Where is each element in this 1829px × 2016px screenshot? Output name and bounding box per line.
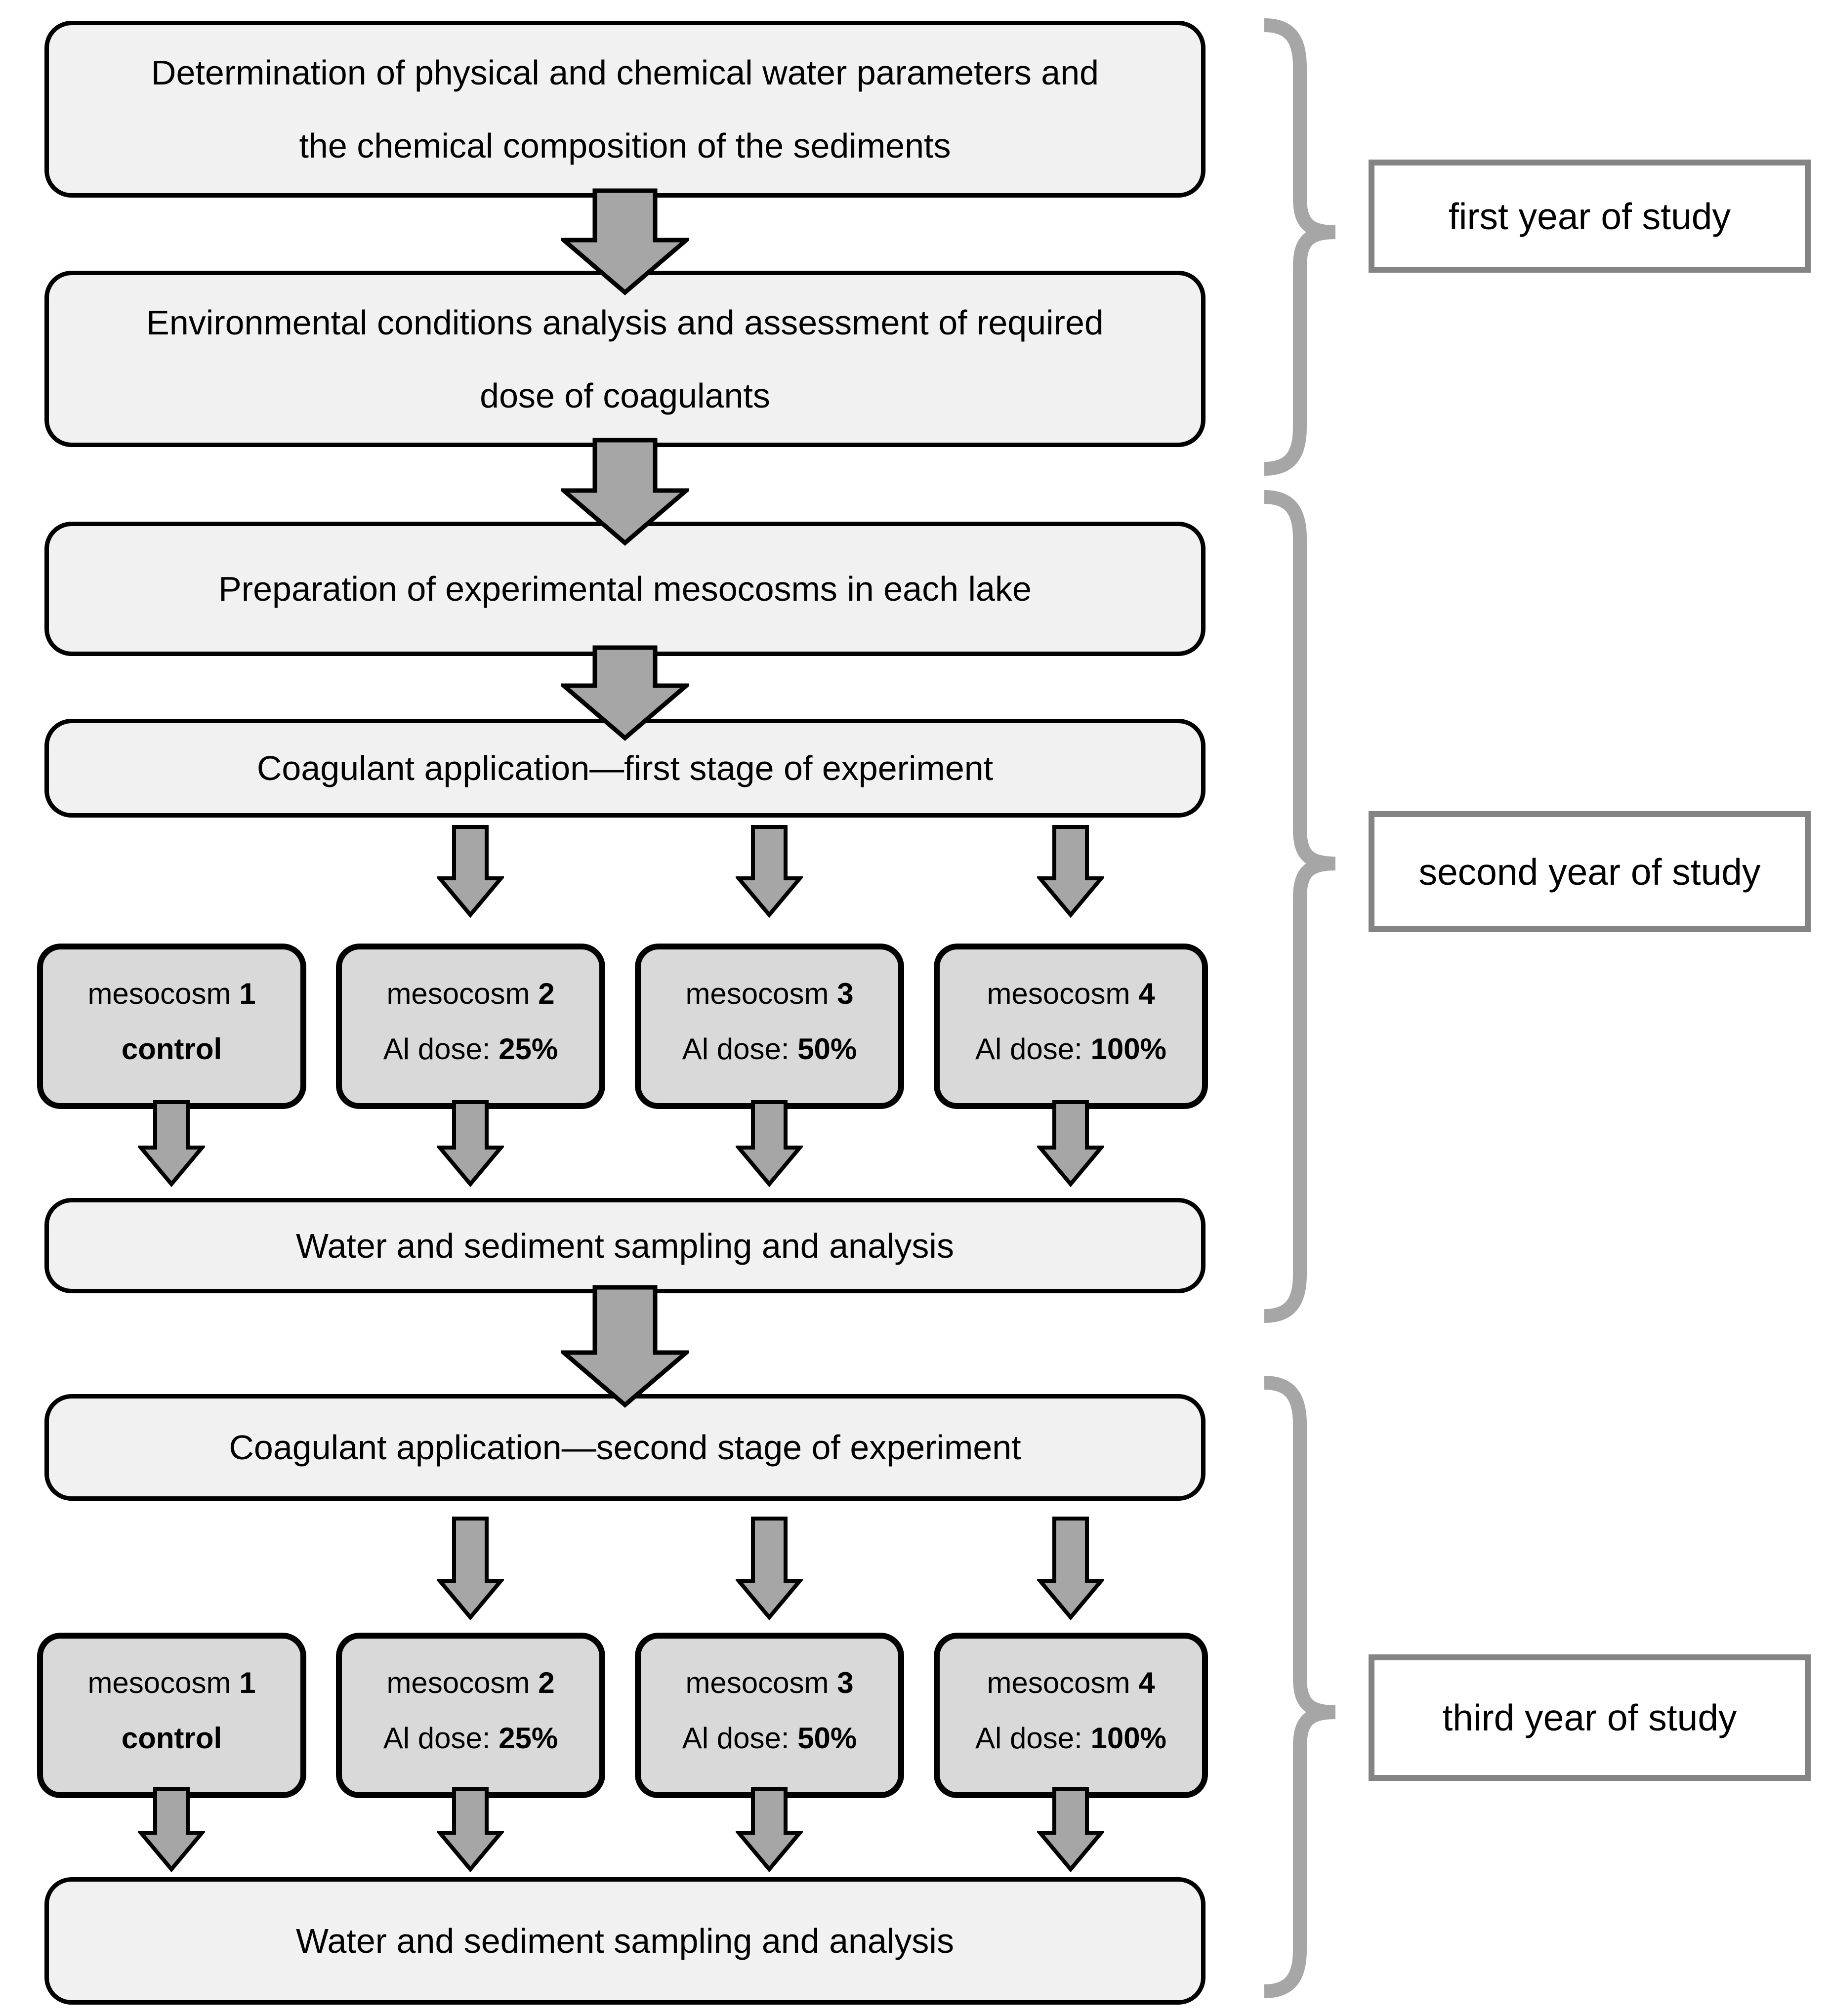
down-arrow-icon	[561, 438, 689, 546]
mesocosm-dose: Al dose: 100%	[940, 1022, 1202, 1077]
mesocosm-name: mesocosm	[87, 1666, 240, 1699]
mesocosm-dose: Al dose: 25%	[342, 1711, 599, 1766]
year-label-text: third year of study	[1442, 1697, 1737, 1738]
mesocosm-number: 1	[239, 977, 256, 1010]
year-label-third: third year of study	[1369, 1654, 1811, 1781]
stage-box-label: Determination of physical and chemical w…	[151, 53, 1099, 165]
mesocosm-name: mesocosm	[386, 977, 539, 1010]
dose-prefix: Al dose:	[383, 1032, 499, 1066]
dose-prefix: Al dose:	[682, 1722, 798, 1755]
mesocosm-name: mesocosm	[87, 977, 240, 1010]
curly-brace-icon-second-year	[1264, 490, 1336, 1323]
down-arrow-icon	[1037, 1100, 1104, 1187]
year-label-first: first year of study	[1369, 160, 1811, 273]
year-label-text: first year of study	[1448, 195, 1731, 237]
mesocosm-number: 3	[837, 977, 854, 1010]
mesocosm-box-1-stage1: mesocosm 1 control	[37, 944, 306, 1109]
mesocosm-number: 4	[1138, 977, 1155, 1010]
curly-brace-icon-third-year	[1264, 1376, 1336, 1998]
down-arrow-icon	[437, 1100, 504, 1187]
mesocosm-dose: Al dose: 50%	[641, 1022, 898, 1077]
mesocosm-dose: Al dose: 100%	[940, 1711, 1202, 1766]
dose-value: 100%	[1090, 1722, 1166, 1755]
dose-value: 25%	[499, 1032, 558, 1066]
down-arrow-icon	[561, 188, 689, 295]
down-arrow-icon	[736, 825, 803, 918]
mesocosm-number: 4	[1138, 1666, 1155, 1699]
stage-box-coagulant-second-stage: Coagulant application—second stage of ex…	[44, 1394, 1205, 1501]
mesocosm-box-2-stage1: mesocosm 2 Al dose: 25%	[336, 944, 605, 1109]
down-arrow-icon	[1037, 1517, 1104, 1620]
mesocosm-name: mesocosm	[685, 1666, 837, 1699]
down-arrow-icon	[138, 1787, 205, 1872]
down-arrow-icon	[437, 825, 504, 918]
curly-brace-icon-first-year	[1264, 18, 1336, 476]
dose-value: 25%	[499, 1722, 558, 1755]
mesocosm-number: 2	[538, 1666, 555, 1699]
mesocosm-box-1-stage2: mesocosm 1 control	[37, 1633, 306, 1798]
stage-box-label: Environmental conditions analysis and as…	[146, 303, 1104, 415]
down-arrow-icon	[736, 1517, 803, 1620]
down-arrow-icon	[437, 1787, 504, 1872]
dose-prefix: Al dose:	[975, 1722, 1091, 1755]
mesocosm-name: mesocosm	[987, 977, 1139, 1010]
down-arrow-icon	[437, 1517, 504, 1620]
mesocosm-title: mesocosm 1	[43, 966, 300, 1022]
year-label-text: second year of study	[1418, 851, 1761, 893]
mesocosm-number: 2	[538, 977, 555, 1010]
stage-box-determination: Determination of physical and chemical w…	[44, 21, 1205, 198]
stage-box-label: Preparation of experimental mesocosms in…	[218, 570, 1032, 608]
down-arrow-icon	[736, 1100, 803, 1187]
mesocosm-title: mesocosm 3	[641, 966, 898, 1022]
dose-value: control	[121, 1032, 222, 1066]
dose-value: 50%	[797, 1032, 857, 1066]
dose-prefix: Al dose:	[682, 1032, 798, 1066]
mesocosm-title: mesocosm 4	[940, 966, 1202, 1022]
mesocosm-number: 1	[239, 1666, 256, 1699]
dose-prefix: Al dose:	[383, 1722, 499, 1755]
mesocosm-name: mesocosm	[386, 1666, 539, 1699]
mesocosm-dose: control	[43, 1711, 300, 1766]
down-arrow-icon	[138, 1100, 205, 1187]
stage-box-label: Water and sediment sampling and analysis	[296, 1922, 954, 1960]
dose-value: 50%	[797, 1722, 857, 1755]
stage-box-label: Coagulant application—first stage of exp…	[256, 749, 994, 787]
stage-box-label: Coagulant application—second stage of ex…	[229, 1428, 1021, 1467]
down-arrow-icon	[1037, 1787, 1104, 1872]
mesocosm-title: mesocosm 4	[940, 1655, 1202, 1711]
down-arrow-icon	[736, 1787, 803, 1872]
down-arrow-icon	[1037, 825, 1104, 918]
dose-prefix: Al dose:	[975, 1032, 1091, 1066]
mesocosm-name: mesocosm	[685, 977, 837, 1010]
mesocosm-dose: control	[43, 1022, 300, 1077]
stage-box-environmental-analysis: Environmental conditions analysis and as…	[44, 271, 1205, 447]
stage-box-water-sampling-2: Water and sediment sampling and analysis	[44, 1877, 1205, 2005]
mesocosm-title: mesocosm 3	[641, 1655, 898, 1711]
mesocosm-title: mesocosm 2	[342, 966, 599, 1022]
mesocosm-dose: Al dose: 25%	[342, 1022, 599, 1077]
mesocosm-box-4-stage1: mesocosm 4 Al dose: 100%	[934, 944, 1208, 1109]
mesocosm-title: mesocosm 2	[342, 1655, 599, 1711]
mesocosm-box-3-stage1: mesocosm 3 Al dose: 50%	[635, 944, 904, 1109]
mesocosm-dose: Al dose: 50%	[641, 1711, 898, 1766]
mesocosm-box-4-stage2: mesocosm 4 Al dose: 100%	[934, 1633, 1208, 1798]
year-label-second: second year of study	[1369, 811, 1811, 932]
stage-box-water-sampling-1: Water and sediment sampling and analysis	[44, 1198, 1205, 1293]
mesocosm-box-3-stage2: mesocosm 3 Al dose: 50%	[635, 1633, 904, 1798]
dose-value: control	[121, 1722, 222, 1755]
mesocosm-name: mesocosm	[987, 1666, 1139, 1699]
mesocosm-number: 3	[837, 1666, 854, 1699]
dose-value: 100%	[1090, 1032, 1166, 1066]
mesocosm-title: mesocosm 1	[43, 1655, 300, 1711]
stage-box-label: Water and sediment sampling and analysis	[296, 1226, 954, 1265]
down-arrow-icon	[561, 645, 689, 741]
down-arrow-icon	[561, 1285, 689, 1408]
mesocosm-box-2-stage2: mesocosm 2 Al dose: 25%	[336, 1633, 605, 1798]
